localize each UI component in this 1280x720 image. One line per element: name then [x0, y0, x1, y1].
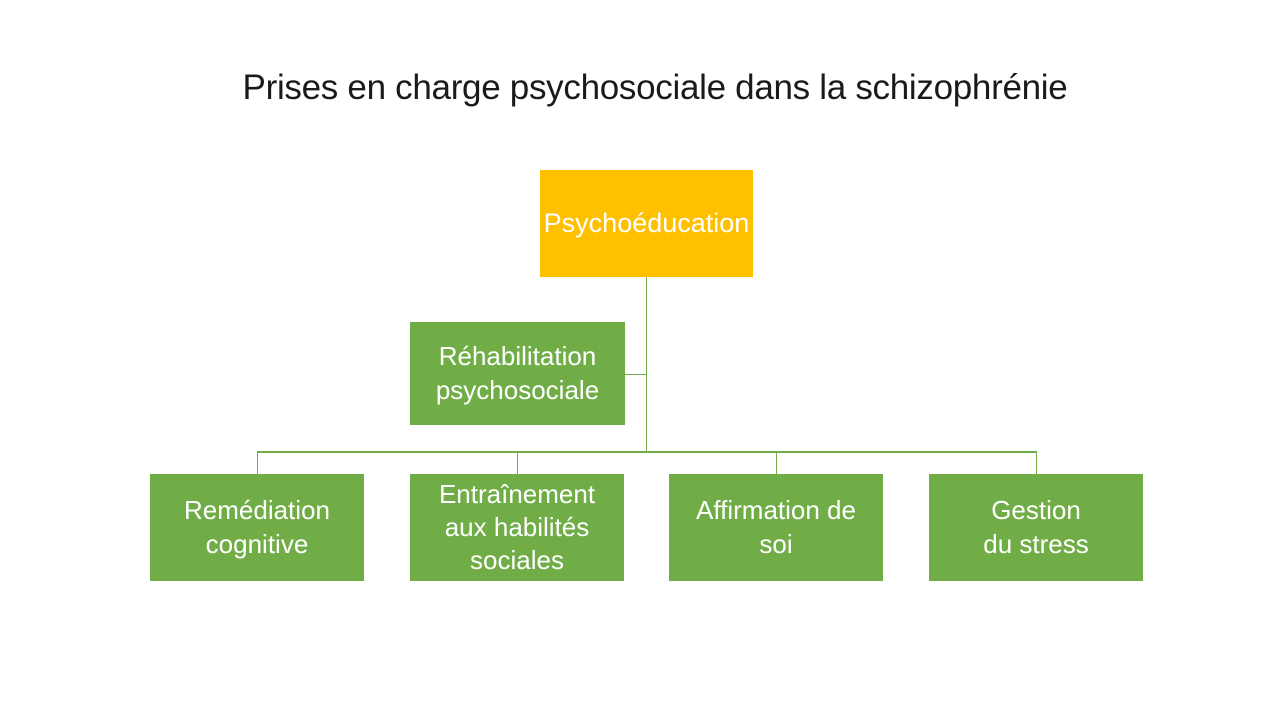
connector-drop-entrainement — [516, 451, 518, 474]
node-gestion-du-stress: Gestion du stress — [929, 474, 1143, 581]
node-entrainement-habilites-sociales: Entraînement aux habilités sociales — [410, 474, 624, 581]
connector-drop-affirmation — [775, 451, 777, 474]
node-affirmation-de-soi: Affirmation de soi — [669, 474, 883, 581]
node-psychoeducation: Psychoéducation — [540, 170, 753, 277]
node-rehabilitation-psychosociale: Réhabilitation psychosociale — [410, 322, 625, 425]
node-remediation-cognitive: Remédiation cognitive — [150, 474, 364, 581]
connector-assistant-stub — [625, 373, 646, 375]
connector-drop-gestion — [1035, 451, 1037, 474]
connector-horizontal-bus — [256, 451, 1037, 453]
connector-root-vertical — [645, 277, 648, 452]
slide-title: Prises en charge psychosociale dans la s… — [242, 68, 1068, 107]
connector-drop-remediation — [256, 451, 258, 474]
